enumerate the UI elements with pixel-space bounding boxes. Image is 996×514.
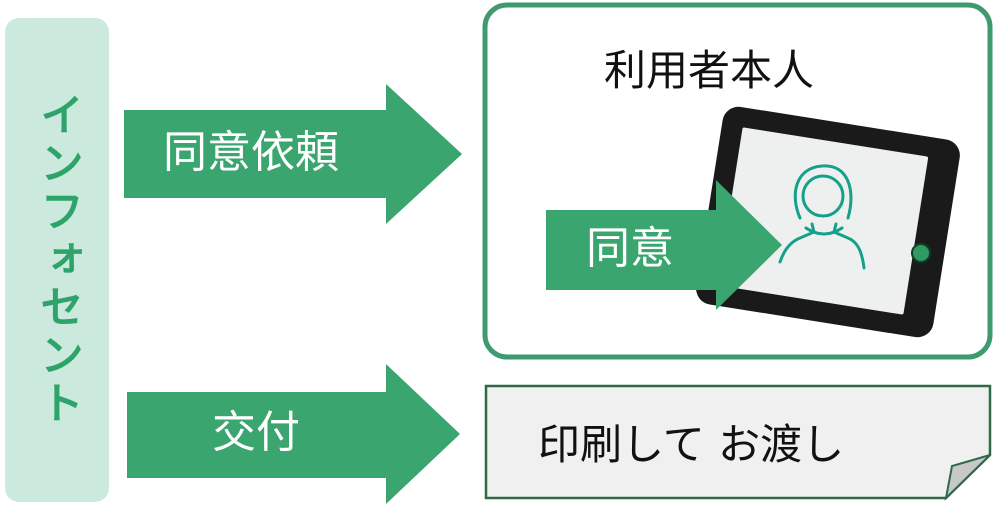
consent-request-arrow xyxy=(124,84,462,224)
user-box-title: 利用者本人 xyxy=(604,46,815,95)
delivery-label: 交付 xyxy=(212,407,300,458)
folded-corner-icon xyxy=(944,454,991,501)
tablet-icon xyxy=(696,106,960,338)
sender-label: インフォセント xyxy=(32,92,83,428)
consent-arrow xyxy=(546,180,782,310)
paper-label: 印刷して お渡し xyxy=(538,420,845,469)
consent-request-label: 同意依頼 xyxy=(163,127,339,178)
delivery-arrow xyxy=(127,364,460,504)
paper-icon xyxy=(484,384,992,501)
consent-label: 同意 xyxy=(586,223,674,274)
sender-label-box: インフォセント xyxy=(5,18,109,502)
person-icon xyxy=(778,164,866,270)
